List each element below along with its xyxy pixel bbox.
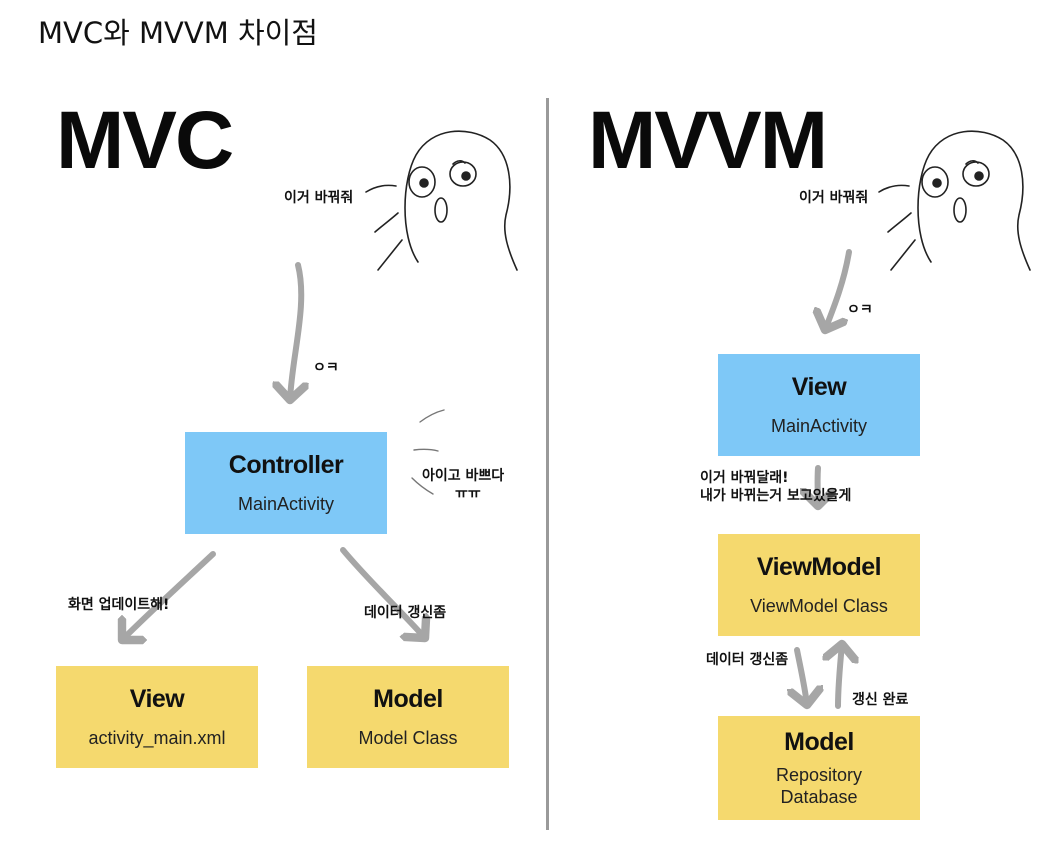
- viewmodel-title: ViewModel: [756, 552, 882, 581]
- controller-subtitle: MainActivity: [237, 493, 335, 514]
- mvvm-observe-text-2: 내가 바뀌는거 보고있을게: [700, 488, 852, 504]
- mvc-request-text: 이거 바꿔줘: [284, 190, 354, 206]
- mvvm-model-subtitle-2: Database: [780, 786, 858, 807]
- mvvm-viewmodel-box: ViewModel ViewModel Class: [718, 534, 920, 636]
- mvc-request-arrow: [290, 262, 301, 400]
- mvc-person-icon: [365, 130, 518, 271]
- mvc-model-title: Model: [373, 684, 443, 713]
- mvvm-model-subtitle-1: Repository: [775, 764, 863, 785]
- mvc-model-box: Model Model Class: [307, 666, 509, 768]
- mvc-model-arrow: [340, 547, 425, 638]
- center-divider: [546, 98, 549, 830]
- busy-strokes: [411, 409, 445, 495]
- mvvm-done-arrow: [838, 644, 842, 709]
- mvvm-title: MVVM: [588, 95, 828, 186]
- mvvm-request-text: 이거 바꿔줘: [799, 190, 869, 206]
- mvc-view-arrow-text: 화면 업데이트해!: [68, 597, 170, 613]
- mvc-ok-text: ㅇㅋ: [313, 360, 339, 376]
- mvvm-model-box: Model Repository Database: [718, 716, 920, 820]
- viewmodel-subtitle: ViewModel Class: [750, 595, 888, 616]
- mvc-view-subtitle: activity_main.xml: [88, 727, 226, 748]
- mvc-model-arrow-text: 데이터 갱신좀: [364, 605, 447, 621]
- mvc-view-title: View: [129, 684, 185, 713]
- mvvm-update-arrow: [797, 647, 807, 705]
- mvc-busy-text-2: ㅠㅠ: [455, 486, 481, 502]
- mvvm-view-title: View: [791, 372, 847, 401]
- mvc-controller-box: Controller MainActivity: [185, 432, 387, 534]
- mvc-view-arrow: [122, 551, 216, 640]
- page-title: MVC와 MVVM 차이점: [38, 16, 318, 50]
- mvvm-update-text: 데이터 갱신좀: [706, 652, 789, 668]
- mvvm-observe-text-1: 이거 바꿔달래!: [700, 470, 789, 486]
- mvvm-done-text: 갱신 완료: [852, 692, 909, 708]
- mvc-view-box: View activity_main.xml: [56, 666, 258, 768]
- controller-title: Controller: [228, 450, 344, 479]
- mvc-title: MVC: [56, 95, 234, 186]
- mvvm-request-arrow: [825, 249, 852, 330]
- mvvm-person-icon: [878, 130, 1031, 271]
- mvvm-view-subtitle: MainActivity: [770, 415, 868, 436]
- mvc-busy-text: 아이고 바쁘다: [422, 468, 505, 484]
- mvvm-model-title: Model: [784, 727, 854, 756]
- mvvm-view-box: View MainActivity: [718, 354, 920, 456]
- mvvm-ok-text: ㅇㅋ: [847, 302, 873, 318]
- mvc-model-subtitle: Model Class: [358, 727, 458, 748]
